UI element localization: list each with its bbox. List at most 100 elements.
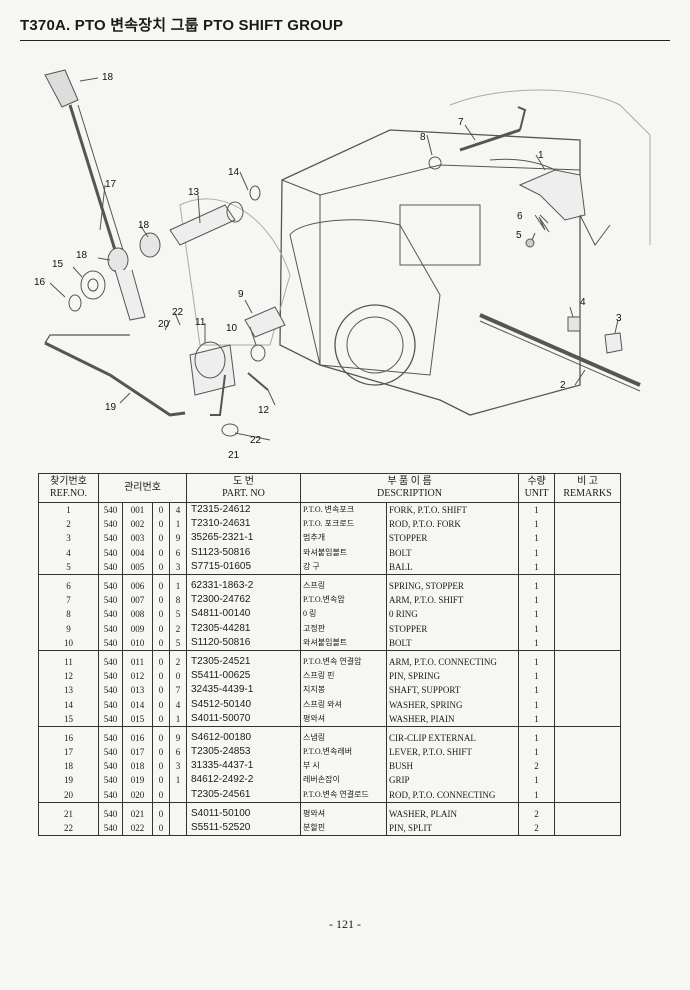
callout-21-upper: 20	[158, 319, 170, 330]
cell-desc: PIN, SPLIT	[385, 820, 520, 837]
diagram-svg: 18 17 13 14 18 18 15 16 20 22 9 10 11 12…	[34, 69, 651, 461]
cell-m2: 022	[122, 820, 153, 837]
cell-unit: 1	[518, 650, 556, 670]
callout-17: 17	[105, 179, 117, 190]
cell-m2: 012	[122, 669, 153, 684]
cell-rem	[554, 531, 622, 546]
cell-kor: 강 구	[300, 559, 387, 575]
cell-part: T2305-24853	[186, 745, 301, 760]
cell-unit: 2	[518, 759, 556, 774]
cell-rem	[554, 683, 622, 698]
cell-desc: STOPPER	[385, 621, 520, 636]
cell-m4: 4	[169, 697, 187, 712]
cell-part: S4512-50140	[186, 697, 301, 712]
cell-m4: 5	[169, 607, 187, 622]
cell-unit: 1	[518, 726, 556, 745]
cell-m1: 540	[98, 820, 123, 837]
cell-part: T2310-24631	[186, 517, 301, 532]
cell-unit: 1	[518, 787, 556, 803]
cell-m3: 0	[152, 574, 170, 594]
cell-m1: 540	[98, 669, 123, 684]
cell-unit: 1	[518, 773, 556, 788]
cell-m4	[169, 820, 187, 837]
cell-m3: 0	[152, 593, 170, 608]
cell-unit: 1	[518, 559, 556, 575]
cell-unit: 1	[518, 745, 556, 760]
cell-part: 62331-1863-2	[186, 574, 301, 594]
cell-m2: 005	[122, 559, 153, 575]
cell-desc: SPRING, STOPPER	[385, 574, 520, 594]
callout-8: 8	[420, 132, 426, 143]
cell-rem	[554, 607, 622, 622]
cell-desc: LEVER, P.T.O. SHIFT	[385, 745, 520, 760]
callout-15: 15	[52, 259, 64, 270]
cell-ref: 17	[38, 745, 99, 760]
cell-m1: 540	[98, 574, 123, 594]
cell-ref: 3	[38, 531, 99, 546]
cell-desc: BOLT	[385, 635, 520, 651]
exploded-parts-diagram: 18 17 13 14 18 18 15 16 20 22 9 10 11 12…	[20, 45, 670, 465]
cell-m4: 8	[169, 593, 187, 608]
callout-13: 13	[188, 187, 200, 198]
cell-part: 32435-4439-1	[186, 683, 301, 698]
cell-m4: 3	[169, 759, 187, 774]
cell-kor: 0 링	[300, 607, 387, 622]
cell-m4: 7	[169, 683, 187, 698]
cell-part: S4811-00140	[186, 607, 301, 622]
callout-3: 3	[616, 313, 622, 324]
cell-ref: 15	[38, 711, 99, 727]
cell-m4: 0	[169, 669, 187, 684]
cell-m3: 0	[152, 517, 170, 532]
cell-m2: 006	[122, 574, 153, 594]
cell-m3: 0	[152, 559, 170, 575]
cell-desc: BOLT	[385, 545, 520, 560]
cell-m2: 019	[122, 773, 153, 788]
callout-1: 1	[538, 150, 544, 161]
cell-m3: 0	[152, 621, 170, 636]
cell-kor: P.T.O. 변속포크	[300, 502, 387, 518]
cell-part: T2305-44281	[186, 621, 301, 636]
cell-part: S4612-00180	[186, 726, 301, 745]
cell-rem	[554, 621, 622, 636]
cell-rem	[554, 802, 622, 821]
cell-unit: 1	[518, 683, 556, 698]
cell-ref: 7	[38, 593, 99, 608]
cell-desc: PIN, SPRING	[385, 669, 520, 684]
cell-ref: 19	[38, 773, 99, 788]
cell-desc: WASHER, PIAIN	[385, 711, 520, 727]
cell-m3: 0	[152, 745, 170, 760]
cell-unit: 1	[518, 531, 556, 546]
cell-m4: 5	[169, 635, 187, 651]
cell-m3: 0	[152, 635, 170, 651]
cell-m1: 540	[98, 545, 123, 560]
cell-m3: 0	[152, 802, 170, 821]
cell-part: T2305-24561	[186, 787, 301, 803]
cell-kor: 평와셔	[300, 711, 387, 727]
cell-m2: 013	[122, 683, 153, 698]
cell-m3: 0	[152, 607, 170, 622]
cell-m4: 9	[169, 726, 187, 745]
cell-part: S7715-01605	[186, 559, 301, 575]
cell-m4: 6	[169, 745, 187, 760]
cell-m3: 0	[152, 545, 170, 560]
cell-kor: 스프링	[300, 574, 387, 594]
callout-4: 4	[580, 297, 586, 308]
cell-desc: ARM, P.T.O. CONNECTING	[385, 650, 520, 670]
cell-desc: ROD, P.T.O. CONNECTING	[385, 787, 520, 803]
cell-kor: 스냅링	[300, 726, 387, 745]
cell-m3: 0	[152, 759, 170, 774]
